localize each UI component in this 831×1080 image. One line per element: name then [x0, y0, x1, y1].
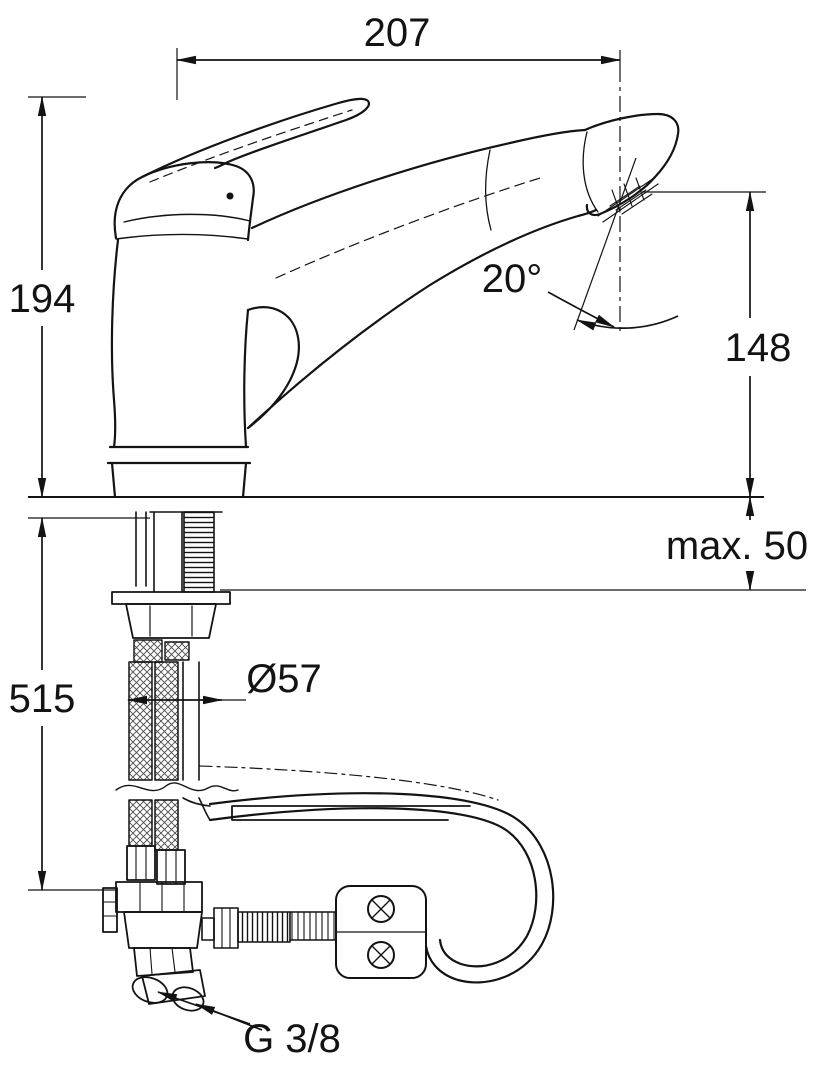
hose-loop: [208, 792, 555, 984]
dim-194-label: 194: [9, 277, 76, 321]
angle-valve: [102, 845, 206, 1012]
dim-207-label: 207: [364, 11, 431, 55]
dimension-194: [28, 96, 86, 498]
aerator-face: [597, 177, 659, 223]
supply-hoses: [128, 661, 179, 851]
hose-weight-block: [335, 885, 427, 979]
handle-dome-junction: [115, 233, 249, 240]
diameter-57-label: Ø57: [246, 657, 322, 701]
dim-148-label: 148: [725, 326, 792, 370]
mounting-nut: [111, 591, 231, 663]
hose-adapter: [201, 907, 337, 949]
body-right-edge: [243, 308, 250, 449]
break-wavy-line: [115, 782, 239, 792]
handle-lever: [140, 97, 370, 179]
mounting-shank: [135, 511, 223, 593]
dim-515-label: 515: [9, 677, 76, 721]
handle-lever-hidden-line: [149, 109, 353, 183]
faucet-outline: [102, 97, 680, 1012]
dimension-labels: 207 194 20° 148 max. 50 515 Ø57 G 3/8: [9, 11, 809, 1061]
leader-g38: [157, 991, 263, 1031]
dimension-148: [642, 191, 766, 498]
spout-top-edge: [250, 128, 587, 230]
spout-bottom-edge: [246, 208, 598, 430]
spout-hidden-line: [275, 177, 541, 279]
base-left-side: [110, 461, 117, 499]
handle-pivot-dot: [226, 192, 234, 200]
dimension-515: [28, 517, 150, 891]
dimension-max50: [220, 496, 806, 591]
spout-seam: [484, 149, 492, 231]
angle-20-label: 20°: [482, 257, 543, 301]
spray-head-seam: [582, 131, 599, 213]
max-50-label: max. 50: [666, 524, 808, 568]
body-left-edge: [110, 238, 120, 449]
base-right-side: [241, 461, 248, 499]
hidden-hose-path: [199, 765, 499, 801]
phillips-screw-icon: [371, 945, 391, 965]
handle-dome-rim: [123, 213, 251, 223]
thread-g38-label: G 3/8: [243, 1017, 341, 1061]
dimension-207: [176, 48, 621, 100]
handle-dome: [113, 161, 255, 242]
angle-20-construction: [547, 50, 679, 334]
spray-head-outline: [583, 112, 680, 217]
phillips-screw-icon: [371, 899, 391, 919]
dimension-lines: [28, 48, 806, 1031]
pullout-hose: [182, 661, 211, 821]
